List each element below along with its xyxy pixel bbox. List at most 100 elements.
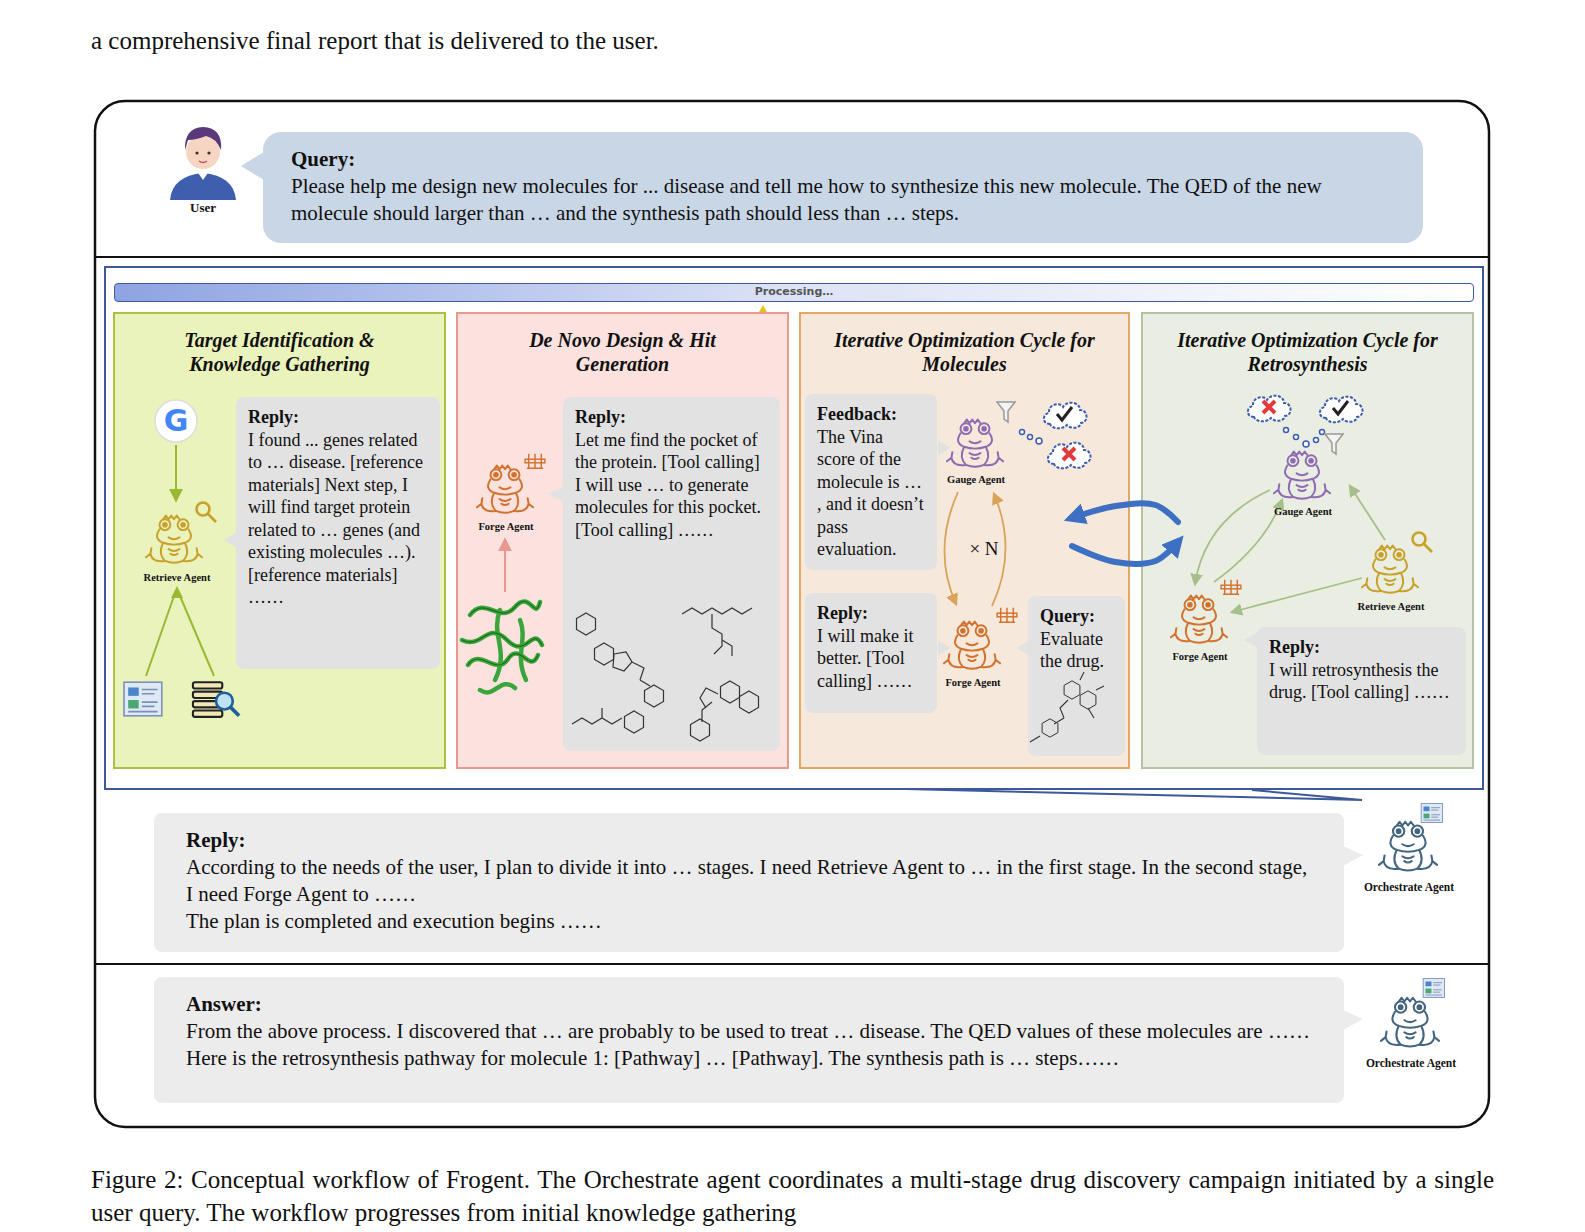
bubble-tail: [241, 152, 264, 180]
message-text: Processing…: [115, 284, 1473, 300]
panel-title: Iterative Optimization Cycle for Retrosy…: [1163, 328, 1453, 376]
agent-label: Forge Agent: [1172, 650, 1227, 663]
agent-label: User: [190, 200, 216, 216]
fail-cloud: [1248, 396, 1291, 422]
orchestrator-bubble: Reply:According to the needs of the user…: [154, 813, 1344, 952]
label-holder: a comprehensive final report that is del…: [91, 26, 659, 56]
body-text: a comprehensive final report that is del…: [91, 26, 659, 56]
agent-label: Gauge Agent: [947, 473, 1005, 486]
tool-icon: [525, 454, 545, 468]
orchestrator-bubble: Answer:From the above process. I discove…: [154, 977, 1344, 1103]
molecule-drawings: [572, 608, 759, 741]
panel-title: Target Identification & Knowledge Gather…: [160, 328, 400, 376]
divider: [96, 963, 1488, 965]
label-holder: Orchestrate Agent: [1366, 1056, 1456, 1070]
reply-bubble: Reply:Let me find the pocket of the prot…: [563, 397, 780, 751]
funnel-icon: [997, 402, 1015, 422]
cross-mark: [1263, 401, 1275, 413]
funnel-icon: [1325, 434, 1343, 454]
retrieve-agent-icon: [1362, 546, 1418, 593]
reply-bubble: Reply:I will retrosynthesis the drug. [T…: [1257, 627, 1466, 755]
fail-cloud: [1048, 443, 1091, 469]
forge-agent-icon: [944, 622, 1000, 669]
caption-holder: Figure 2: Conceptual workflow of Frogent…: [91, 1163, 1494, 1229]
cycle-arrow: [1072, 503, 1178, 522]
bubble-tail: [1343, 1010, 1363, 1030]
outer-frame: [95, 101, 1489, 1127]
reply-bubble: Query:Evaluate the drug.: [1028, 596, 1125, 756]
tool-icon: [1221, 580, 1241, 594]
gauge-agent-icon: [947, 420, 1003, 467]
label-holder: Retrieve Agent: [1358, 600, 1425, 613]
agent-label: Forge Agent: [945, 676, 1000, 689]
bubble-tail: [224, 532, 237, 548]
reply-bubble: Feedback:The Vina score of the molecule …: [805, 394, 937, 570]
magnifier-icon: [1413, 533, 1433, 553]
flow-arrow: [504, 540, 506, 592]
progress-bar: Processing…: [114, 283, 1474, 302]
stage-panel: Iterative Optimization Cycle for Retrosy…: [1141, 312, 1474, 769]
pass-cloud: [1044, 403, 1087, 429]
reply-bubble: Reply:I will make it better. [Tool calli…: [805, 593, 937, 713]
pass-cloud: [1320, 397, 1363, 423]
report-icon: [1423, 979, 1444, 998]
label-holder: Forge Agent: [945, 676, 1000, 689]
message-text: Here is the retrosynthesis pathway for m…: [186, 1045, 1312, 1072]
cycle-arrow: [1072, 542, 1178, 564]
forge-agent-icon: [1171, 596, 1227, 643]
label-holder: Gauge Agent: [947, 473, 1005, 486]
agent-label: Forge Agent: [478, 520, 533, 533]
figure-caption: Figure 2: Conceptual workflow of Frogent…: [91, 1163, 1494, 1229]
label-holder: Retrieve Agent: [144, 571, 211, 584]
retrieve-agent-icon: [146, 516, 202, 563]
stage-panel: De Novo Design & Hit GenerationReply:Let…: [456, 312, 789, 769]
message-text: The Vina score of the molecule is … , an…: [817, 426, 925, 561]
message-text: Evaluate the drug.: [1040, 628, 1113, 673]
processing-panel: [105, 267, 1483, 789]
callout-tail: [905, 789, 1362, 800]
label-holder: Orchestrate Agent: [1364, 880, 1454, 894]
gauge-agent-icon: [1274, 452, 1330, 499]
flow-arrows: [1195, 486, 1385, 612]
label-holder: Forge Agent: [1172, 650, 1227, 663]
bubble-tail: [938, 440, 950, 456]
progress-marker: [759, 305, 767, 312]
report-icon: [1421, 804, 1442, 823]
message-text: From the above process. I discovered tha…: [186, 1018, 1312, 1045]
agent-label: Retrieve Agent: [1358, 600, 1425, 613]
cross-mark: [1063, 448, 1075, 460]
bubble-tail: [938, 640, 950, 656]
agent-label: Orchestrate Agent: [1366, 1056, 1456, 1070]
agent-label: Orchestrate Agent: [1364, 880, 1454, 894]
agent-label: Gauge Agent: [1274, 505, 1332, 518]
orchestrate-agent-icon: [1379, 822, 1437, 871]
speaker-heading: Reply:: [1269, 636, 1454, 659]
flow-arrow: [175, 445, 177, 500]
arrow-head: [171, 586, 183, 598]
molecule-drawing: [1030, 672, 1104, 742]
database-icon: [193, 682, 239, 717]
document-icon: [124, 682, 162, 716]
check-mark: [1057, 407, 1072, 420]
label-holder: × N: [969, 537, 998, 560]
thought-dots: [1020, 428, 1325, 448]
speaker-heading: Reply:: [186, 827, 1312, 854]
protein-structure: [462, 601, 542, 692]
message-text: Please help me design new molecules for …: [291, 173, 1395, 227]
divider: [96, 256, 1488, 258]
user-icon: [170, 127, 236, 200]
cycle-arrow: [992, 494, 1006, 606]
panel-title: De Novo Design & Hit Generation: [528, 328, 718, 376]
speaker-heading: Reply:: [817, 602, 925, 625]
cycle-connector: [1072, 503, 1178, 564]
label-holder: G: [164, 403, 189, 439]
agent-label: Retrieve Agent: [144, 571, 211, 584]
speaker-heading: Query:: [291, 146, 1395, 173]
label-holder: Gauge Agent: [1274, 505, 1332, 518]
stage-panel: Target Identification & Knowledge Gather…: [113, 312, 446, 769]
magnifier-icon: [197, 503, 217, 523]
agent-label: G: [164, 403, 189, 439]
label-holder: Forge Agent: [478, 520, 533, 533]
agent-label: × N: [969, 537, 998, 560]
speaker-heading: Query:: [1040, 605, 1113, 628]
